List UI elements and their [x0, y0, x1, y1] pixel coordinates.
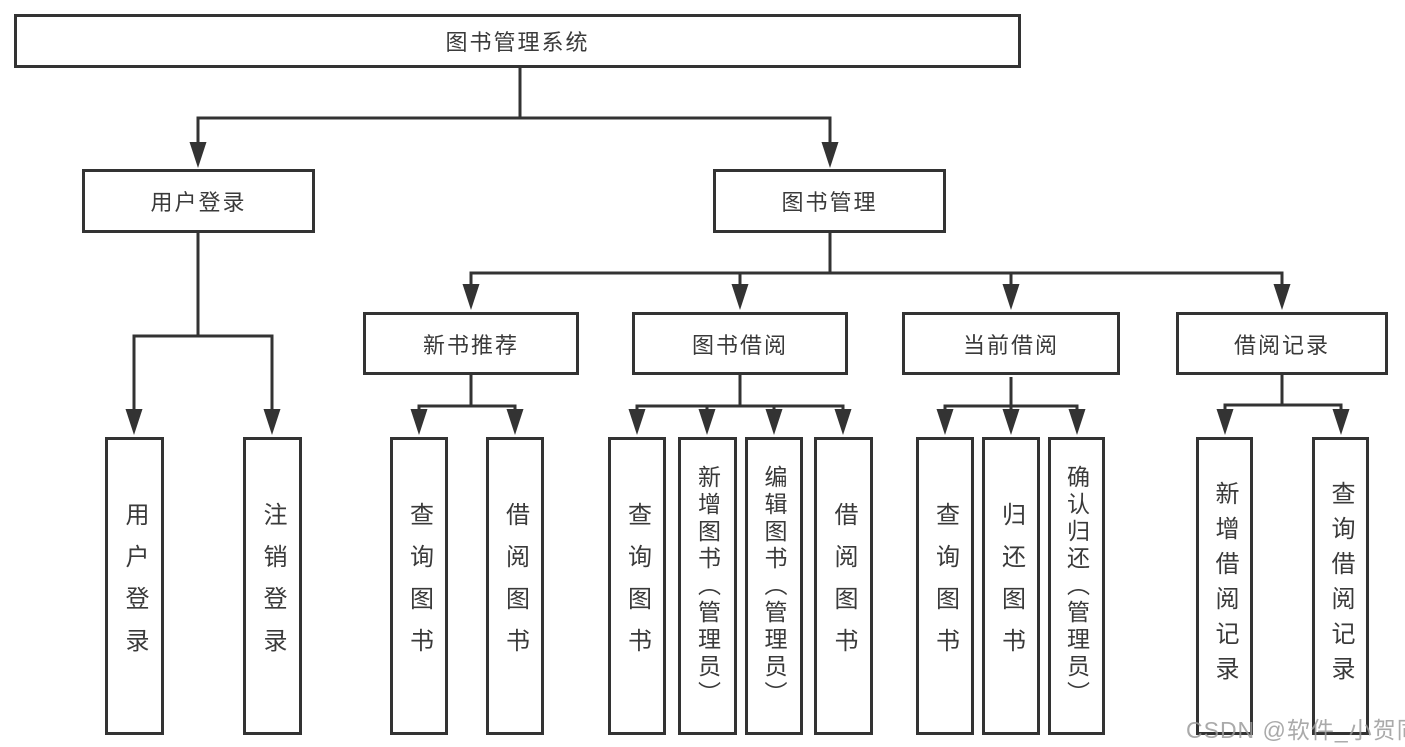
node-leaf-borrow-borrow-label: 借阅图书 — [830, 502, 857, 670]
node-book-management: 图书管理 — [713, 169, 946, 233]
node-leaf-newbook-query: 查询图书 — [390, 437, 448, 735]
node-current-borrowing: 当前借阅 — [902, 312, 1120, 375]
node-leaf-current-confirm-label: 确认归还（管理员） — [1063, 464, 1090, 708]
node-leaf-records-query: 查询借阅记录 — [1312, 437, 1369, 735]
node-current-borrowing-label: 当前借阅 — [962, 332, 1059, 358]
node-leaf-borrow-query-label: 查询图书 — [623, 502, 651, 670]
node-leaf-borrow-add-label: 新增图书（管理员） — [694, 464, 721, 708]
node-book-management-label: 图书管理 — [781, 190, 878, 215]
node-book-borrowing-label: 图书借阅 — [691, 332, 788, 358]
csdn-watermark: CSDN @软件_小贺同学 — [1186, 717, 1405, 743]
node-borrowing-records: 借阅记录 — [1176, 312, 1388, 375]
node-leaf-records-add-label: 新增借阅记录 — [1211, 481, 1238, 691]
node-user-login-label: 用户登录 — [150, 190, 247, 215]
node-root: 图书管理系统 — [14, 14, 1021, 68]
node-leaf-borrow-query: 查询图书 — [608, 437, 666, 735]
node-root-label: 图书管理系统 — [445, 30, 590, 55]
node-leaf-current-query: 查询图书 — [916, 437, 974, 735]
node-leaf-borrow-borrow: 借阅图书 — [814, 437, 873, 735]
node-leaf-current-return-label: 归还图书 — [997, 502, 1025, 670]
node-leaf-borrow-edit-label: 编辑图书（管理员） — [761, 464, 787, 708]
node-user-login: 用户登录 — [82, 169, 315, 233]
node-leaf-newbook-borrow-label: 借阅图书 — [501, 502, 529, 670]
node-leaf-records-query-label: 查询借阅记录 — [1327, 481, 1354, 691]
node-leaf-user-login-logout: 注销登录 — [243, 437, 302, 735]
node-new-book-recommend: 新书推荐 — [363, 312, 579, 375]
node-leaf-newbook-query-label: 查询图书 — [405, 502, 433, 670]
node-leaf-borrow-add: 新增图书（管理员） — [678, 437, 737, 735]
node-book-borrowing: 图书借阅 — [632, 312, 848, 375]
node-leaf-current-return: 归还图书 — [982, 437, 1040, 735]
node-leaf-current-confirm: 确认归还（管理员） — [1048, 437, 1105, 735]
node-leaf-user-login-login-label: 用户登录 — [121, 502, 148, 670]
node-leaf-records-add: 新增借阅记录 — [1196, 437, 1253, 735]
node-leaf-newbook-borrow: 借阅图书 — [486, 437, 544, 735]
node-leaf-user-login-logout-label: 注销登录 — [259, 502, 286, 670]
node-leaf-borrow-edit: 编辑图书（管理员） — [745, 437, 803, 735]
node-new-book-recommend-label: 新书推荐 — [422, 332, 519, 358]
node-leaf-user-login-login: 用户登录 — [105, 437, 164, 735]
node-leaf-current-query-label: 查询图书 — [931, 502, 959, 670]
node-borrowing-records-label: 借阅记录 — [1233, 332, 1330, 358]
